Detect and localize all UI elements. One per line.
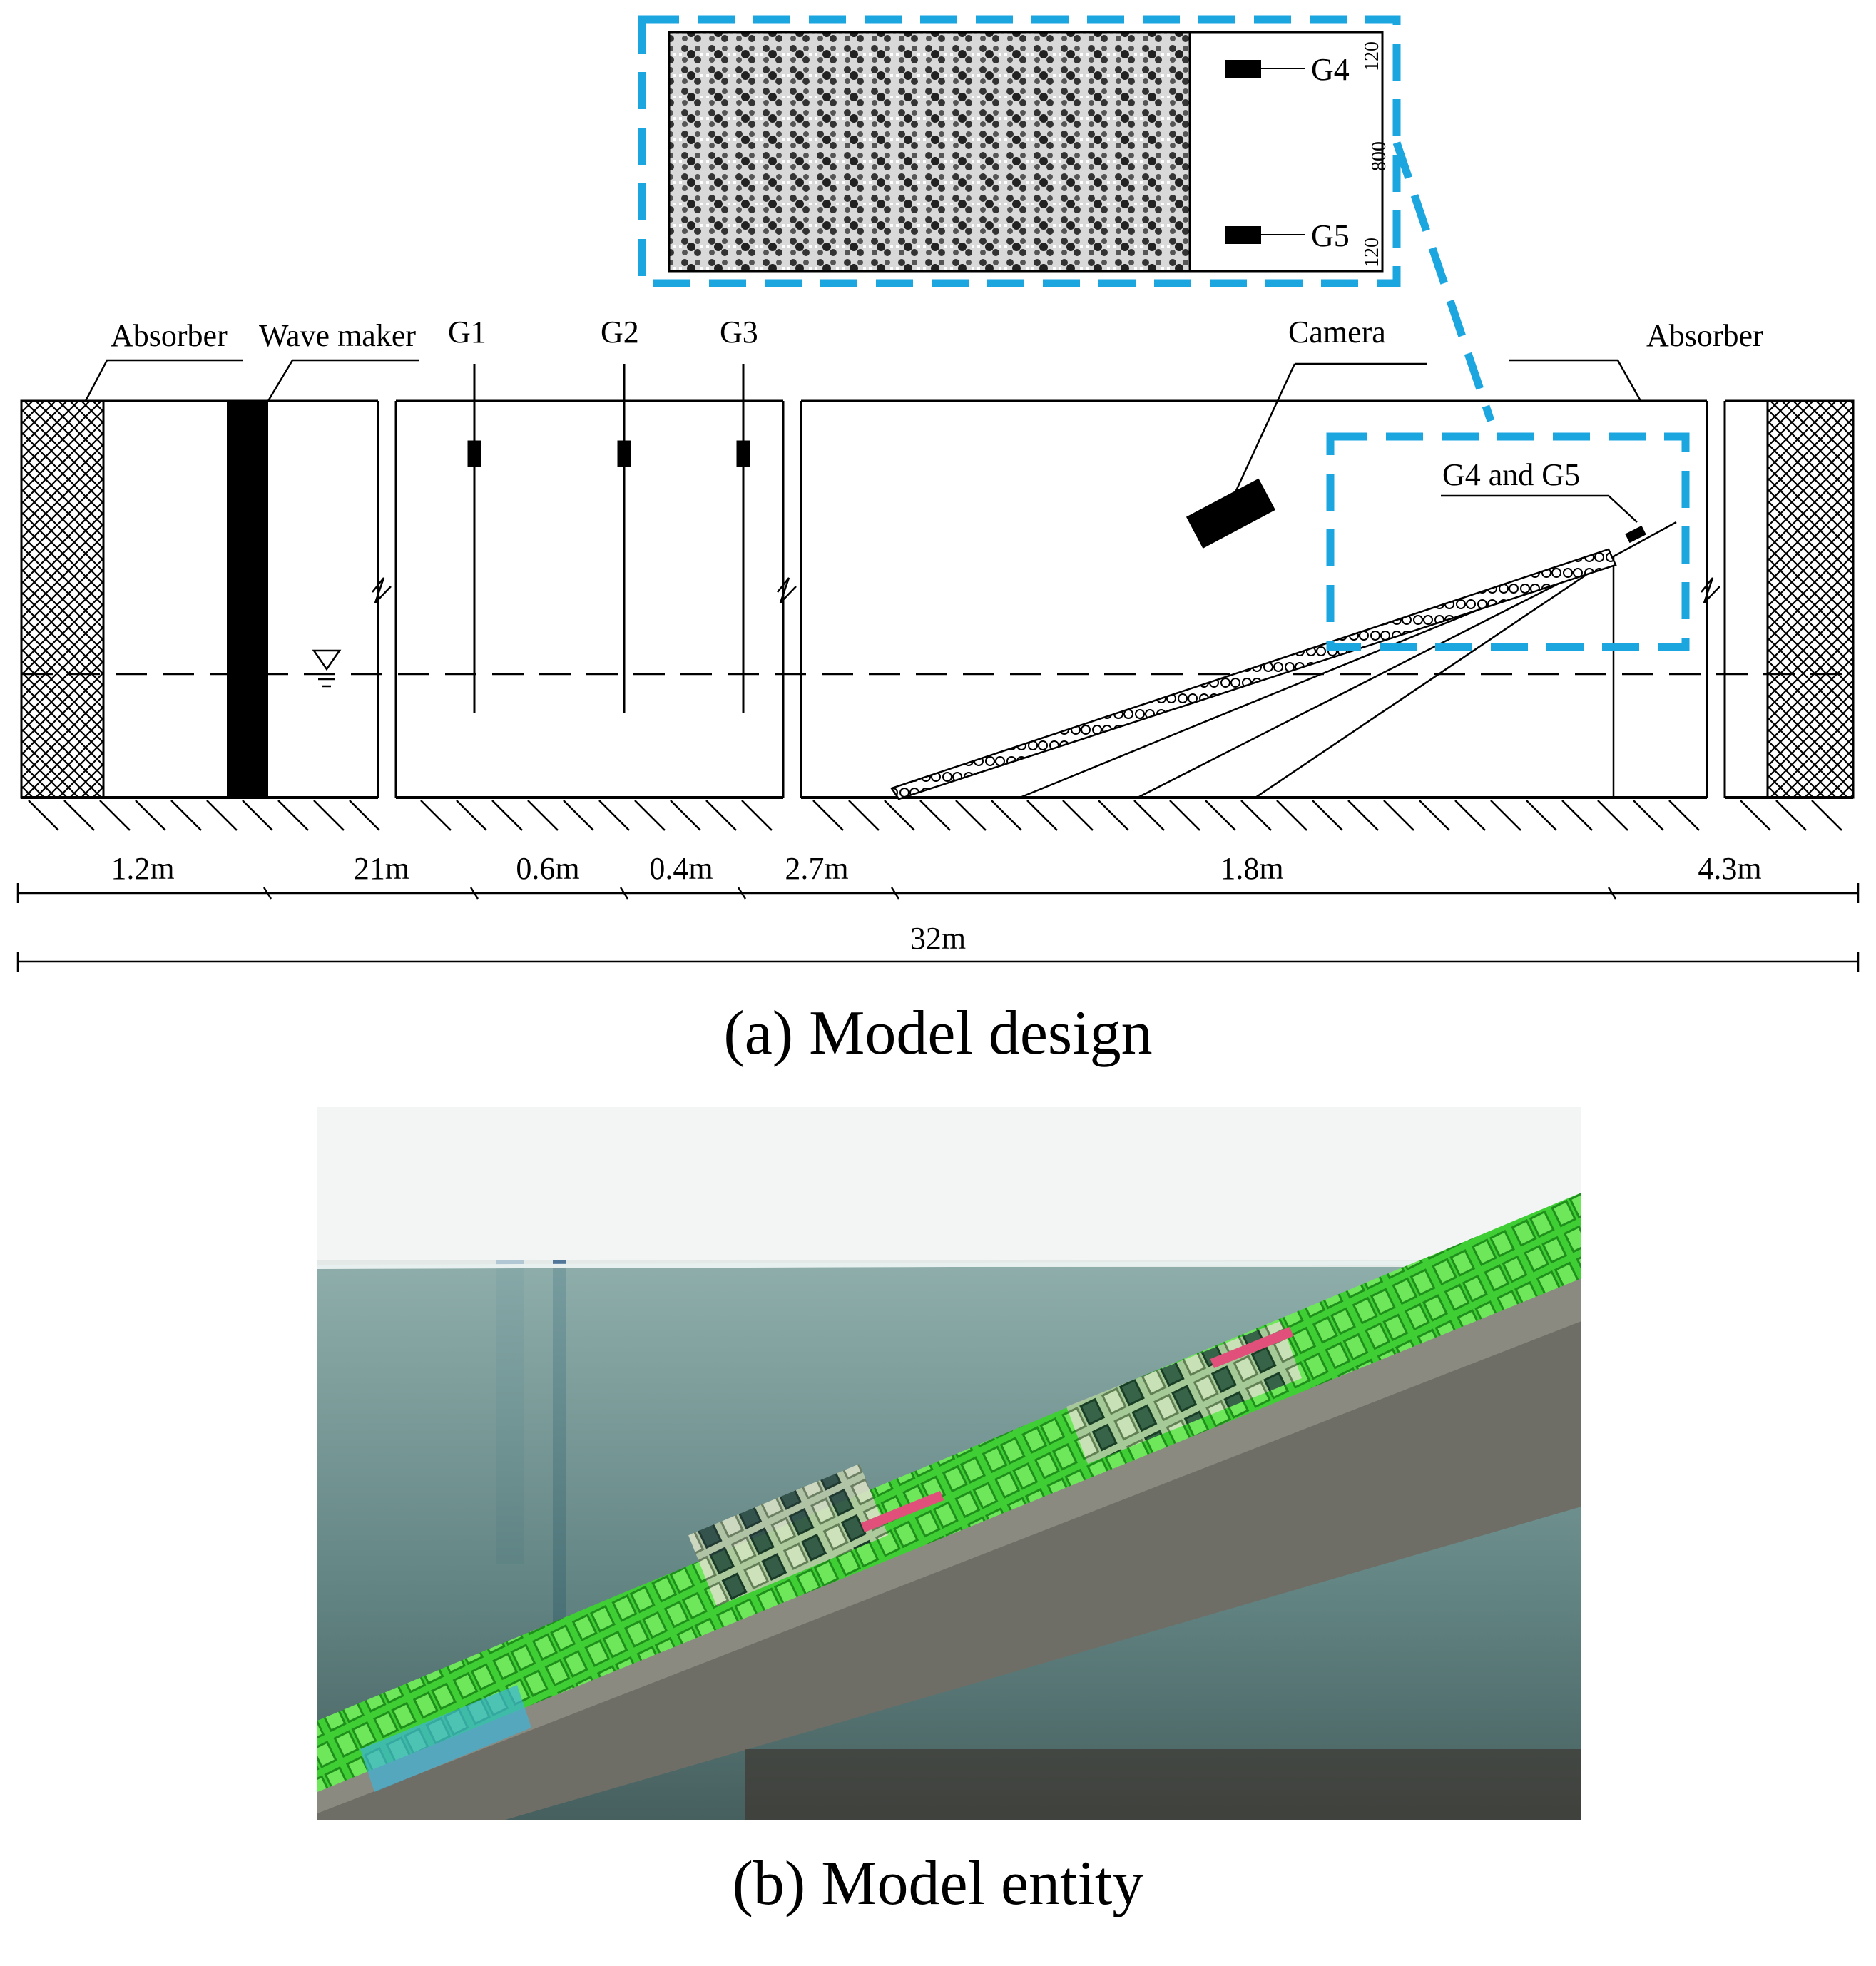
dim-7: 4.3m: [1698, 851, 1761, 886]
sloped-breakwater: [890, 521, 1677, 800]
caption-panel-b: (b) Model entity: [732, 1849, 1144, 1918]
inset-g4-label: G4: [1311, 52, 1350, 87]
gauges-g1-g3: [467, 364, 750, 713]
camera-leader: [1229, 363, 1296, 504]
label-leaders: [84, 359, 1642, 523]
inset-plan-view: G4 G5 120 800 120: [638, 15, 1401, 287]
gauge-g4-g5: [1625, 525, 1646, 544]
camera-body: [1186, 478, 1275, 549]
dimension-line: [16, 883, 1860, 903]
seabed-hatching: [28, 800, 1842, 831]
gauge-g4-plan: [1225, 60, 1261, 78]
armor-layer: [890, 548, 1617, 800]
inset-dim-top: 120: [1361, 41, 1383, 71]
water-level-symbol: [312, 649, 342, 671]
absorber-left: [20, 399, 105, 799]
inset-dim-mid: 800: [1368, 141, 1390, 171]
label-camera: Camera: [1288, 315, 1386, 350]
absorber-right: [1766, 399, 1855, 799]
inset-dim-bottom: 120: [1361, 238, 1383, 268]
flume-elevation: [21, 399, 1853, 831]
label-g2: G2: [601, 315, 639, 350]
wave-maker-paddle: [227, 401, 268, 798]
dim-5: 2.7m: [785, 851, 848, 886]
dim-6: 1.8m: [1220, 851, 1283, 886]
inset-armor-pattern: [668, 31, 1191, 273]
slope-highlight-frame: [1326, 432, 1690, 651]
gauge-g5-plan: [1225, 226, 1261, 244]
label-absorber-left: Absorber: [111, 318, 228, 353]
label-g4-and-g5: G4 and G5: [1442, 457, 1580, 492]
model-design-diagram: G4 G5 120 800 120: [16, 15, 1860, 972]
zoom-connector-line: [1392, 141, 1495, 422]
dim-4: 0.4m: [649, 851, 713, 886]
label-absorber-right: Absorber: [1646, 318, 1763, 353]
dim-2: 21m: [354, 851, 409, 886]
model-entity-photo: [317, 1107, 1581, 1820]
label-wave-maker: Wave maker: [259, 318, 416, 353]
inset-highlight-frame: [638, 15, 1401, 287]
label-g3: G3: [720, 315, 758, 350]
label-g1: G1: [448, 315, 486, 350]
dim-3: 0.6m: [516, 851, 579, 886]
caption-panel-a: (a) Model design: [723, 999, 1153, 1068]
total-length-label: 32m: [910, 921, 966, 956]
inset-g5-label: G5: [1311, 218, 1350, 253]
dim-1: 1.2m: [111, 851, 174, 886]
